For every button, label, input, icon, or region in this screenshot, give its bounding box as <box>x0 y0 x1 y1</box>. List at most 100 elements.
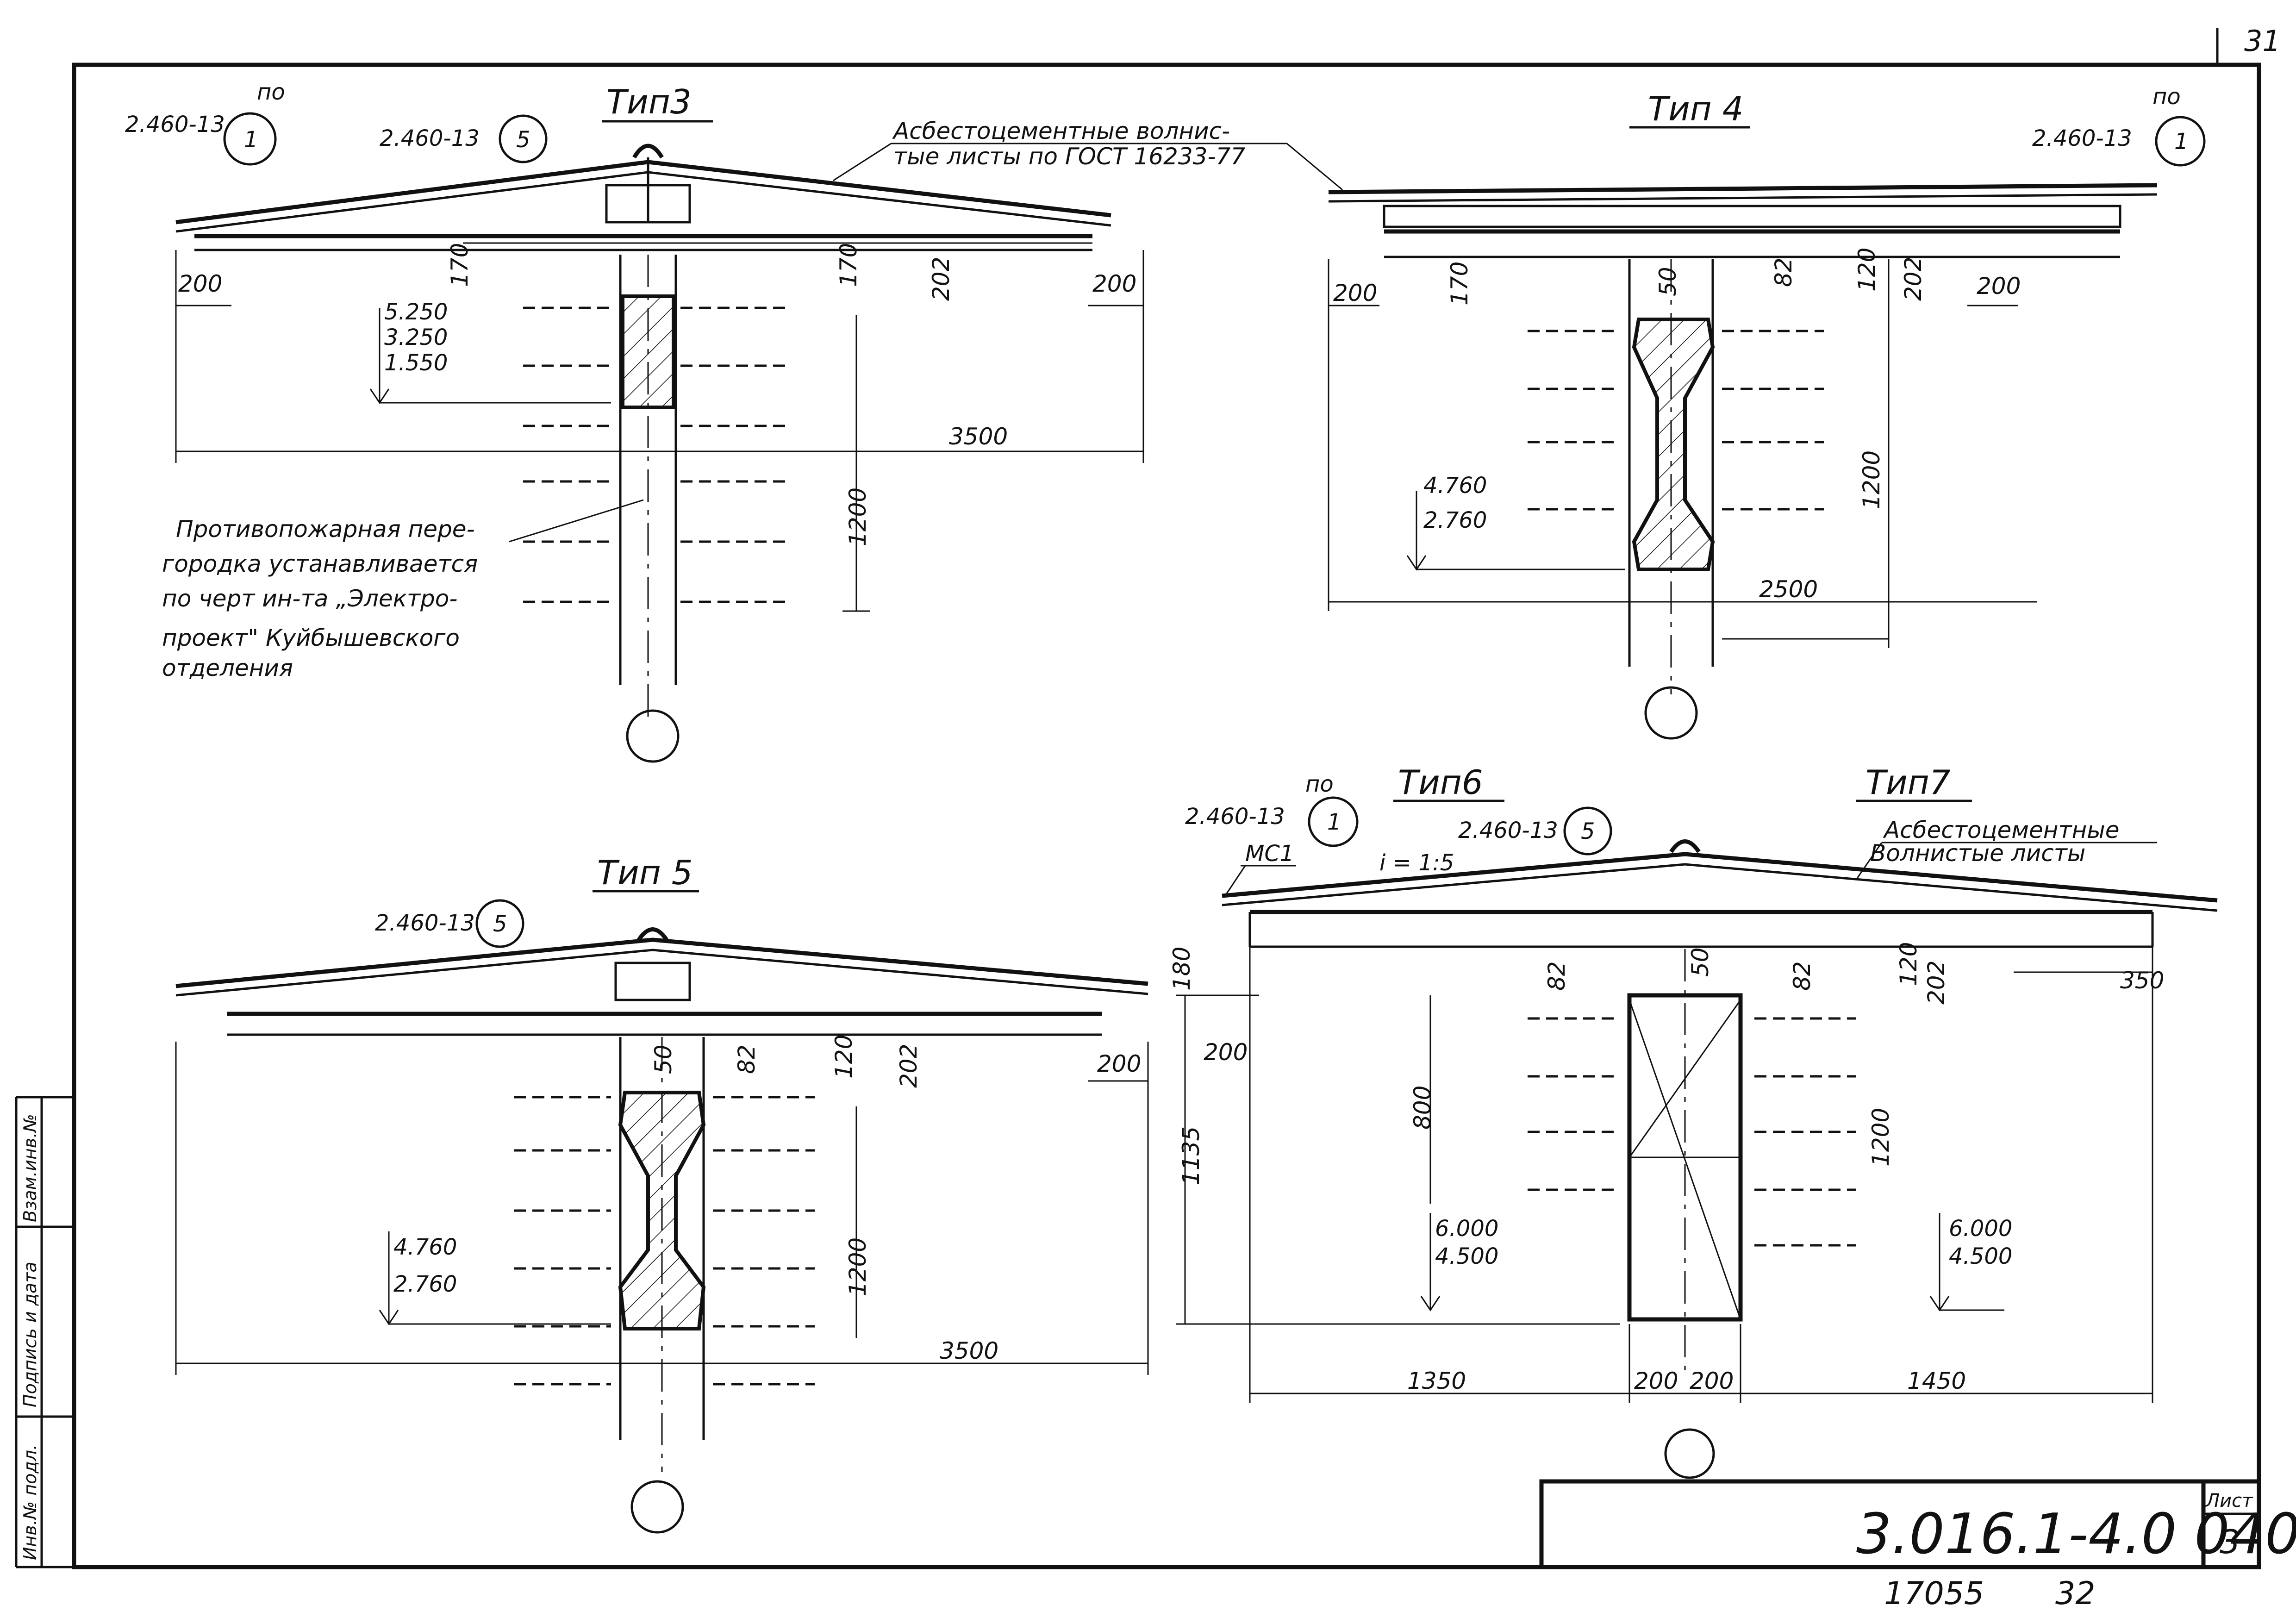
type5-dim-82: 82 <box>733 1044 760 1074</box>
type4-axis-circle <box>1644 686 1698 740</box>
type67-dim-50: 50 <box>1687 947 1714 977</box>
type6-ref-left: 2.460-13 <box>1185 804 1285 830</box>
type3-level-1: 5.250 <box>384 299 448 325</box>
svg-text:Асбестоцементные: Асбестоцементные <box>1883 817 2120 843</box>
type4-left-studs <box>1528 330 1620 511</box>
type4-ref-po: по <box>2152 84 2181 110</box>
type67-dim-200: 200 <box>1204 1039 1248 1066</box>
firewall-note: Противопожарная пере- городка устанавлив… <box>162 499 644 681</box>
type5-ref: 2.460-13 <box>375 910 475 936</box>
svg-text:тые листы по ГОСТ 16233-77: тые листы по ГОСТ 16233-77 <box>893 143 1245 170</box>
type3-dim-right: 200 <box>1092 270 1136 297</box>
type4-level-1: 4.760 <box>1423 473 1487 499</box>
type5-level-2: 2.760 <box>393 1271 457 1297</box>
type5-title: Тип 5 <box>597 853 693 892</box>
type5-dim-span: 3500 <box>940 1337 998 1364</box>
type3-section: Тип3 <box>125 79 1144 763</box>
type3-title: Тип3 <box>606 82 692 121</box>
footer-number-right: 32 <box>2055 1575 2096 1612</box>
type3-level-2: 3.250 <box>384 325 448 350</box>
sheet-number-top: 31 <box>2244 24 2281 58</box>
type4-ref: 2.460-13 <box>2032 125 2132 151</box>
document-code: 3.016.1-4.0 040 <box>1856 1502 2296 1567</box>
asbestos-note-top: Асбестоцементные волнис- тые листы по ГО… <box>833 118 1343 191</box>
type3-right-studs <box>680 306 787 603</box>
type5-level-1: 4.760 <box>393 1234 457 1260</box>
type5-dim-120: 120 <box>830 1035 857 1079</box>
type3-dim-h3: 202 <box>928 257 955 301</box>
type67-dim-120: 120 <box>1895 942 1922 986</box>
type5-right-studs <box>713 1096 815 1386</box>
svg-text:Противопожарная пере-: Противопожарная пере- <box>176 516 475 543</box>
type67-axis-circle <box>1664 1428 1715 1479</box>
type3-ref-mid: 2.460-13 <box>380 125 480 151</box>
type4-dim-vert: 1200 <box>1858 450 1885 509</box>
sheet-label: Лист <box>2205 1490 2253 1512</box>
type3-dim-left: 200 <box>178 270 222 297</box>
sheet-no: 3 <box>2220 1523 2240 1561</box>
type4-dim-right: 200 <box>1977 273 2021 300</box>
side-label-replace: Взам.инв.№ <box>20 1114 40 1222</box>
type67-dim-82b: 82 <box>1789 961 1816 991</box>
sheet-frame <box>15 28 2261 1569</box>
type6-left-studs <box>1528 1017 1620 1191</box>
type6-level-2: 4.500 <box>1435 1243 1498 1269</box>
type67-bottom-200b: 200 <box>1690 1368 1734 1394</box>
type3-dim-vert: 1200 <box>844 487 871 546</box>
type4-dim-left: 200 <box>1333 280 1377 306</box>
svg-text:отделения: отделения <box>162 655 293 681</box>
asbestos-note-t7: Асбестоцементные Волнистые листы <box>1855 817 2157 880</box>
type5-dim-50: 50 <box>650 1044 677 1074</box>
type6-ref-mid-circle: 5 <box>1581 818 1595 844</box>
type3-dim-h1: 170 <box>446 243 473 287</box>
type3-ref-left-circle: 1 <box>244 127 258 153</box>
side-label-inv: Инв.№ подл. <box>20 1444 40 1560</box>
type5-axis-circle <box>630 1480 684 1534</box>
side-label-sign: Подпись и дата <box>20 1262 40 1407</box>
type3-left-studs <box>523 306 616 603</box>
type4-dim-span: 2500 <box>1759 576 1818 603</box>
type67-dim-1200: 1200 <box>1867 1108 1894 1167</box>
type4-ref-circle: 1 <box>2174 129 2189 155</box>
type4-level-2: 2.760 <box>1423 507 1487 533</box>
type6-mark: МС1 <box>1245 841 1294 867</box>
type3-ref-mid-circle: 5 <box>516 127 530 153</box>
type6-slope: i = 1:5 <box>1379 850 1454 876</box>
footer-number-left: 17055 <box>1884 1575 1984 1612</box>
type67-section: Тип6 Тип7 <box>1168 763 2218 1479</box>
type3-axis-circle <box>626 709 680 763</box>
type5-section: Тип 5 <box>175 853 1149 1534</box>
type4-dim-202: 202 <box>1900 257 1927 301</box>
type4-right-studs <box>1722 330 1824 511</box>
type67-dim-1135: 1135 <box>1178 1126 1204 1185</box>
svg-text:по черт ин-та „Электро-: по черт ин-та „Электро- <box>162 585 457 612</box>
svg-text:проект" Куйбышевского: проект" Куйбышевского <box>162 625 460 651</box>
type3-dim-h2: 170 <box>835 243 862 287</box>
type67-dim-202: 202 <box>1923 961 1950 1005</box>
type67-dim-800: 800 <box>1409 1086 1436 1130</box>
type67-bottom-1450: 1450 <box>1907 1368 1966 1394</box>
type5-dim-vert: 1200 <box>844 1237 871 1296</box>
type5-dim-202: 202 <box>895 1044 922 1088</box>
type3-ref-left: 2.460-13 <box>125 112 225 137</box>
type4-dim-120: 120 <box>1853 248 1880 292</box>
type3-level-3: 1.550 <box>384 350 448 376</box>
type7-title: Тип7 <box>1866 763 1951 802</box>
type4-dim-82: 82 <box>1770 257 1797 287</box>
type4-dim-50: 50 <box>1654 267 1681 296</box>
type7-level-2: 4.500 <box>1949 1243 2012 1269</box>
type6-level-1: 6.000 <box>1435 1216 1498 1242</box>
type7-right-studs <box>1754 1017 1856 1247</box>
type67-dim-350: 350 <box>2120 967 2164 994</box>
type67-dim-180: 180 <box>1168 947 1195 991</box>
title-block: 3.016.1-4.0 040 Лист 3 <box>1539 1479 2296 1569</box>
type3-ref-left-po: по <box>257 79 285 105</box>
type6-ref-mid: 2.460-13 <box>1458 818 1558 843</box>
type67-dim-82a: 82 <box>1543 961 1570 991</box>
type5-dim-right: 200 <box>1097 1050 1141 1077</box>
svg-text:Волнистые листы: Волнистые листы <box>1870 840 2085 867</box>
type3-dim-span: 3500 <box>949 423 1008 450</box>
type5-left-studs <box>514 1096 611 1386</box>
